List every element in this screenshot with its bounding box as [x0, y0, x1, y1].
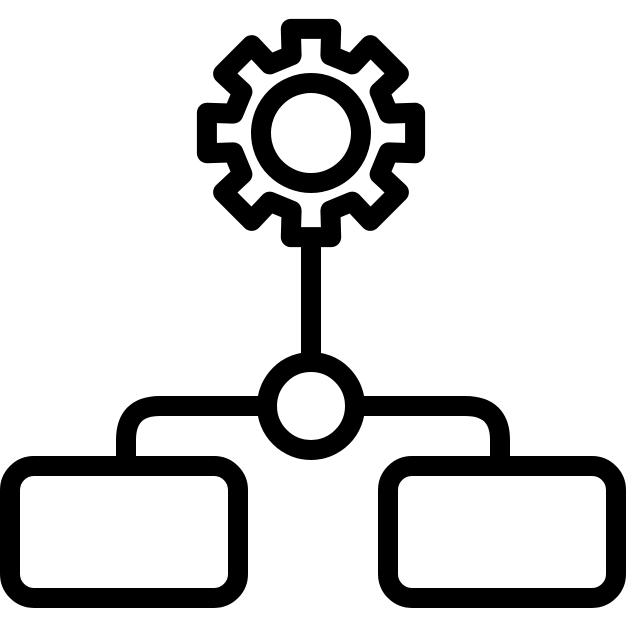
branch-right — [345, 396, 510, 476]
right-box — [378, 456, 626, 608]
branch-left — [116, 396, 277, 476]
gear-hub-circle — [251, 73, 371, 193]
gear-icon — [196, 18, 426, 248]
junction-node — [257, 352, 365, 460]
left-box — [0, 456, 248, 608]
